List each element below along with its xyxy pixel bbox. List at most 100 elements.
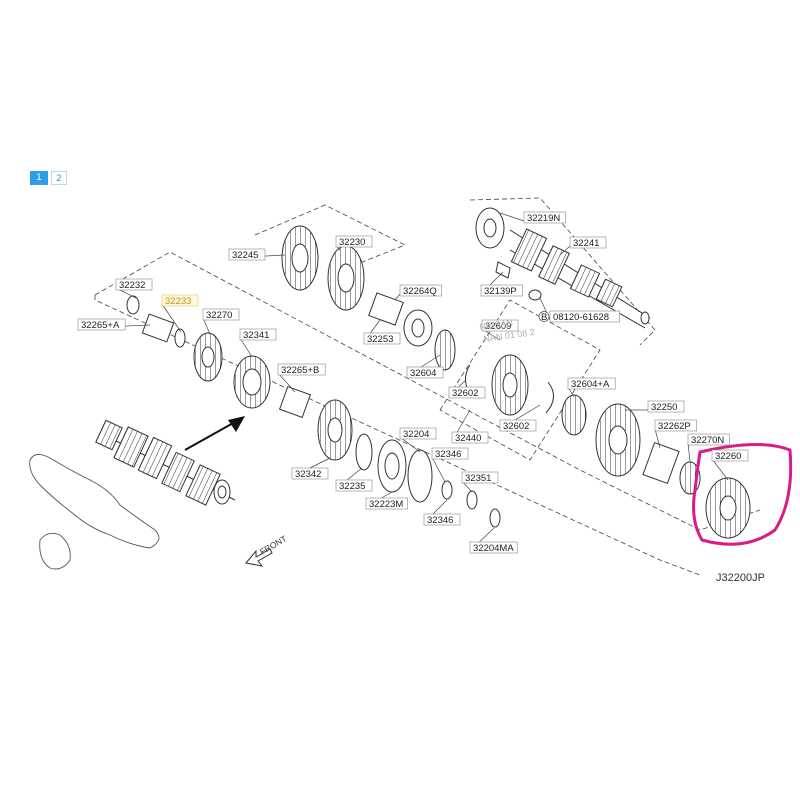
leader-line [711, 458, 729, 481]
leader-line [239, 337, 253, 358]
label-text: 32342 [295, 469, 321, 480]
part-label-32351[interactable]: 32351 [461, 471, 499, 493]
front-label: FRONT [258, 533, 288, 556]
label-box [335, 479, 373, 492]
label-text: 32245 [232, 250, 258, 261]
part-label-32440[interactable]: 32440 [451, 409, 489, 444]
label-box [451, 431, 489, 444]
label-text: 32253 [367, 334, 393, 345]
label-box [239, 328, 277, 341]
label-text: 32241 [573, 238, 599, 249]
label-text: 32346 [435, 449, 461, 460]
label-text: 32265+A [81, 320, 120, 331]
highlight-circle [692, 443, 793, 546]
label-box [161, 294, 199, 307]
part-label-32230[interactable]: 32230 [335, 235, 373, 251]
label-box [711, 449, 749, 462]
part-label-32264Q[interactable]: 32264Q [394, 284, 442, 301]
label-text: 32604+A [571, 379, 610, 390]
part-label-32260[interactable]: 32260 [711, 449, 749, 481]
part-label-Bolt[interactable]: 08120-61628 B [538, 297, 620, 323]
leader-line [202, 317, 211, 335]
leader-line [654, 428, 661, 449]
part-label-32604A[interactable]: 32604+A [567, 377, 616, 398]
part-label-32250[interactable]: 32250 [625, 400, 685, 413]
part-label-32265A[interactable]: 32265+A [77, 318, 151, 331]
part-label-32342[interactable]: 32342 [291, 457, 331, 480]
leader-line [559, 245, 571, 256]
leader-line [687, 442, 691, 463]
label-text: 32440 [455, 433, 481, 444]
label-box [77, 318, 126, 331]
label-text: 32230 [339, 237, 365, 248]
label-text: 32270 [206, 310, 232, 321]
leader-line [277, 372, 296, 393]
label-box [423, 513, 461, 526]
label-box [431, 447, 469, 460]
label-box [277, 363, 326, 376]
page-2-button[interactable]: 2 [51, 171, 67, 185]
label-box [523, 211, 566, 224]
label-box [647, 400, 685, 413]
label-text: 32233 [165, 296, 191, 307]
label-box [365, 497, 408, 510]
leader-line [499, 212, 525, 222]
part-label-32265B[interactable]: 32265+B [277, 363, 326, 393]
part-label-32204MA[interactable]: 32204MA [469, 527, 518, 554]
label-box [335, 235, 373, 248]
label-text: 32219N [527, 213, 560, 224]
label-box [480, 284, 523, 297]
part-label-32232[interactable]: 32232 [115, 278, 153, 299]
part-label-32233[interactable]: 32233 [161, 294, 199, 333]
page-1-button[interactable]: 1 [30, 171, 48, 185]
label-text: 32609 [485, 321, 511, 332]
part-label-32346b[interactable]: 32346 [423, 499, 461, 526]
part-label-32253[interactable]: 32253 [363, 319, 401, 345]
label-box [228, 248, 266, 261]
part-label-32245[interactable]: 32245 [228, 248, 286, 261]
watermark-line-1: NISSAN [479, 317, 514, 332]
part-label-32346a[interactable]: 32346 [431, 447, 469, 483]
part-label-32204[interactable]: 32204 [399, 427, 437, 453]
label-box [469, 541, 518, 554]
label-text: 32602 [452, 388, 478, 399]
pagination: 1 2 [30, 171, 67, 185]
label-box [549, 310, 620, 323]
bolt-prefix-circle [538, 311, 550, 322]
leader-line [431, 456, 446, 483]
part-label-32139P[interactable]: 32139P [480, 271, 523, 297]
label-text: 32260 [715, 451, 741, 462]
label-box [569, 236, 607, 249]
part-label-32270N[interactable]: 32270N [687, 433, 730, 463]
part-label-32235[interactable]: 32235 [335, 467, 373, 492]
part-label-32219N[interactable]: 32219N [499, 211, 566, 224]
label-text: 32223M [369, 499, 403, 510]
leader-line [394, 293, 401, 301]
part-label-32604[interactable]: 32604 [406, 354, 444, 379]
part-label-32341[interactable]: 32341 [239, 328, 277, 358]
part-label-32223M[interactable]: 32223M [365, 491, 408, 510]
part-label-32270[interactable]: 32270 [202, 308, 240, 335]
label-text: 08120-61628 [553, 312, 609, 323]
part-label-32241[interactable]: 32241 [559, 236, 607, 256]
part-label-32609[interactable]: 32609 [481, 319, 519, 341]
assembly-arrow [184, 416, 245, 451]
transmission-case-outline [29, 454, 160, 570]
label-text: 32204MA [473, 543, 514, 554]
label-text: 32602 [503, 421, 529, 432]
label-box [406, 366, 444, 379]
label-box [448, 386, 486, 399]
label-text: 32262P [658, 421, 691, 432]
label-box [499, 419, 537, 432]
label-box [399, 427, 437, 440]
label-box [567, 377, 616, 390]
label-text: 32265+B [281, 365, 319, 376]
counter-shaft [475, 207, 651, 329]
part-label-32262P[interactable]: 32262P [654, 419, 697, 449]
bolt-prefix-text: B [541, 312, 547, 323]
part-label-32602b[interactable]: 32602 [499, 404, 541, 432]
label-text: 32250 [651, 402, 677, 413]
label-text: 32351 [465, 473, 491, 484]
part-label-32602a[interactable]: 32602 [448, 379, 486, 399]
